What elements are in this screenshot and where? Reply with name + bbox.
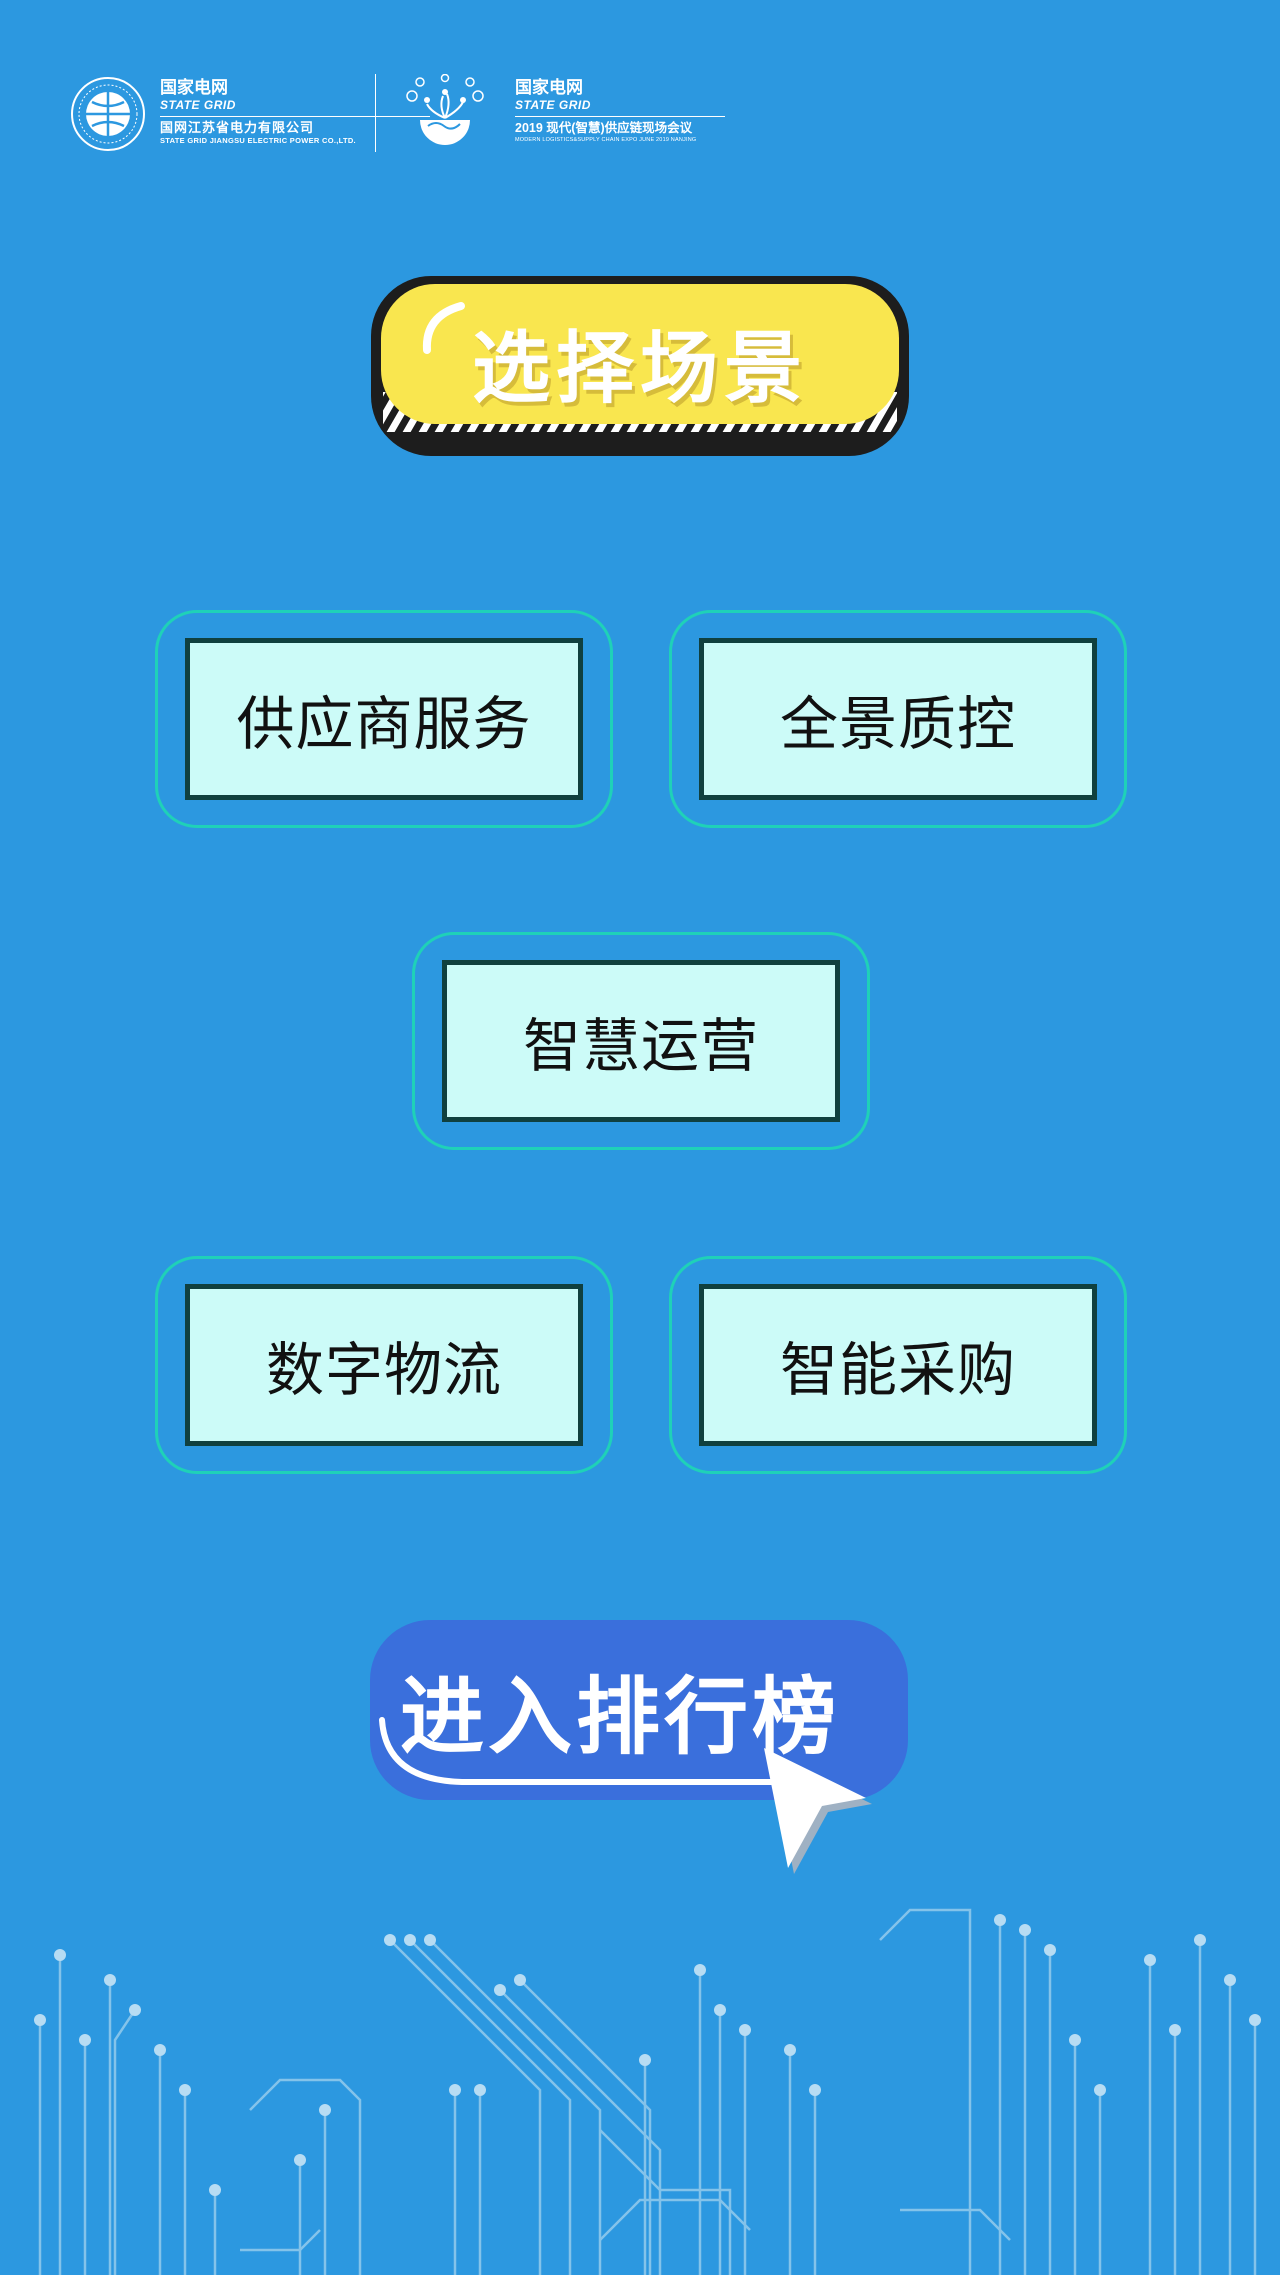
- scene-smart-procurement-button[interactable]: 智能采购: [699, 1284, 1097, 1446]
- scene-smart-operation: 智慧运营: [412, 932, 870, 1150]
- conf-title: 2019 现代(智慧)供应链现场会议: [515, 121, 693, 135]
- state-grid-globe-logo: [71, 77, 145, 151]
- company-en: STATE GRID JIANGSU ELECTRIC POWER CO.,LT…: [160, 136, 356, 145]
- state-grid-jiangsu-wordmark: 国家电网 STATE GRID 国网江苏省电力有限公司 STATE GRID J…: [160, 78, 430, 146]
- circuit-board-decoration: [34, 1908, 1261, 2275]
- header-logos: 国家电网 STATE GRID 国网江苏省电力有限公司 STATE GRID J…: [70, 70, 730, 160]
- scene-smart-procurement: 智能采购: [669, 1256, 1127, 1474]
- conf-brand-cn: 国家电网: [515, 78, 583, 97]
- conf-en: MODERN LOGISTICS&SUPPLY CHAIN EXPO JUNE …: [515, 137, 697, 143]
- conference-wordmark: 国家电网 STATE GRID 2019 现代(智慧)供应链现场会议 MODER…: [515, 78, 730, 144]
- leaderboard-label: 进入排行榜: [399, 1668, 840, 1766]
- scene-smart-operation-button[interactable]: 智慧运营: [442, 960, 840, 1122]
- scene-label: 供应商服务: [236, 690, 532, 758]
- pointer-cursor-icon: [764, 1748, 872, 1874]
- brand-en: STATE GRID: [160, 98, 236, 112]
- enter-leaderboard-button[interactable]: 进入排行榜: [370, 1620, 910, 1880]
- page-title: 选择场景: [471, 324, 808, 414]
- select-scene-title-badge: 选择场景: [367, 272, 913, 460]
- scene-panoramic-quality-control-button[interactable]: 全景质控: [699, 638, 1097, 800]
- conf-logo-rule: [515, 116, 725, 117]
- title-badge-shape: [371, 276, 909, 456]
- company-cn: 国网江苏省电力有限公司: [160, 120, 315, 135]
- scene-label: 全景质控: [779, 690, 1016, 758]
- scene-panoramic-quality-control: 全景质控: [669, 610, 1127, 828]
- conf-brand-en: STATE GRID: [515, 98, 591, 112]
- leaderboard-button-shape: [370, 1620, 908, 1874]
- supply-chain-conference-logo: [406, 74, 484, 145]
- scene-digital-logistics-button[interactable]: 数字物流: [185, 1284, 583, 1446]
- scene-label: 智能采购: [779, 1336, 1016, 1404]
- scene-supplier-service: 供应商服务: [155, 610, 613, 828]
- scene-supplier-service-button[interactable]: 供应商服务: [185, 638, 583, 800]
- scene-label: 数字物流: [265, 1336, 502, 1404]
- scene-label: 智慧运营: [522, 1012, 759, 1080]
- scene-digital-logistics: 数字物流: [155, 1256, 613, 1474]
- logo-rule: [160, 116, 430, 117]
- logo-divider: [375, 74, 376, 152]
- brand-cn: 国家电网: [160, 78, 228, 97]
